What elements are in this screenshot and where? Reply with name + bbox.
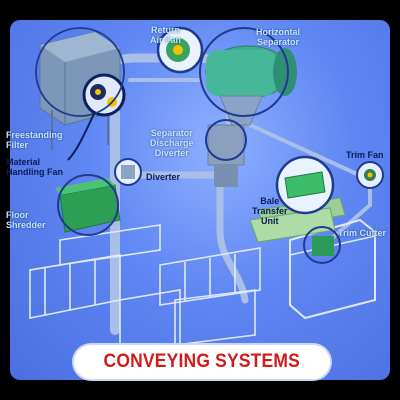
label-trim-cutter: Trim Cutter — [338, 228, 387, 238]
floor-shredder-conveyors — [29, 224, 261, 356]
trim-cutter — [289, 218, 376, 320]
callout-separator-discharge-diverter — [205, 119, 247, 161]
title-banner: CONVEYING SYSTEMS — [74, 345, 330, 379]
callout-diverter — [114, 158, 142, 186]
duct-diverter-run — [124, 171, 249, 304]
label-freestanding-filter: Freestanding Filter — [6, 130, 63, 150]
label-material-handling-fan: Material Handling Fan — [6, 157, 63, 177]
label-separator-discharge-diverter: Separator Discharge Diverter — [150, 128, 194, 158]
callout-horizontal-separator — [199, 27, 289, 117]
callout-floor-shredder — [57, 174, 119, 236]
callout-trim-fan — [356, 161, 384, 189]
label-horizontal-separator: Horizontal Separator — [256, 27, 300, 47]
duct-separator-to-trim-fan — [248, 123, 372, 182]
banner-title: CONVEYING SYSTEMS — [103, 351, 301, 372]
separator-discharge-diverter — [207, 124, 245, 187]
label-diverter: Diverter — [146, 172, 181, 182]
label-bale-transfer-unit: Bale Transfer Unit — [252, 196, 288, 226]
floor-shredder-machine — [55, 178, 121, 233]
callout-trim-cutter — [303, 226, 341, 264]
callout-freestanding-filter — [35, 27, 125, 117]
callout-return-air-fan — [156, 26, 204, 74]
label-return-air-fan: Return Air Fan — [150, 25, 182, 45]
label-floor-shredder: Floor Shredder — [6, 210, 46, 230]
duct-trim-fan-to-cutter — [328, 183, 372, 242]
callout-bale-transfer-unit — [275, 155, 335, 215]
horizontal-separator — [205, 45, 297, 126]
label-trim-fan: Trim Fan — [346, 150, 384, 160]
leader-material-handling-fan — [67, 111, 96, 161]
